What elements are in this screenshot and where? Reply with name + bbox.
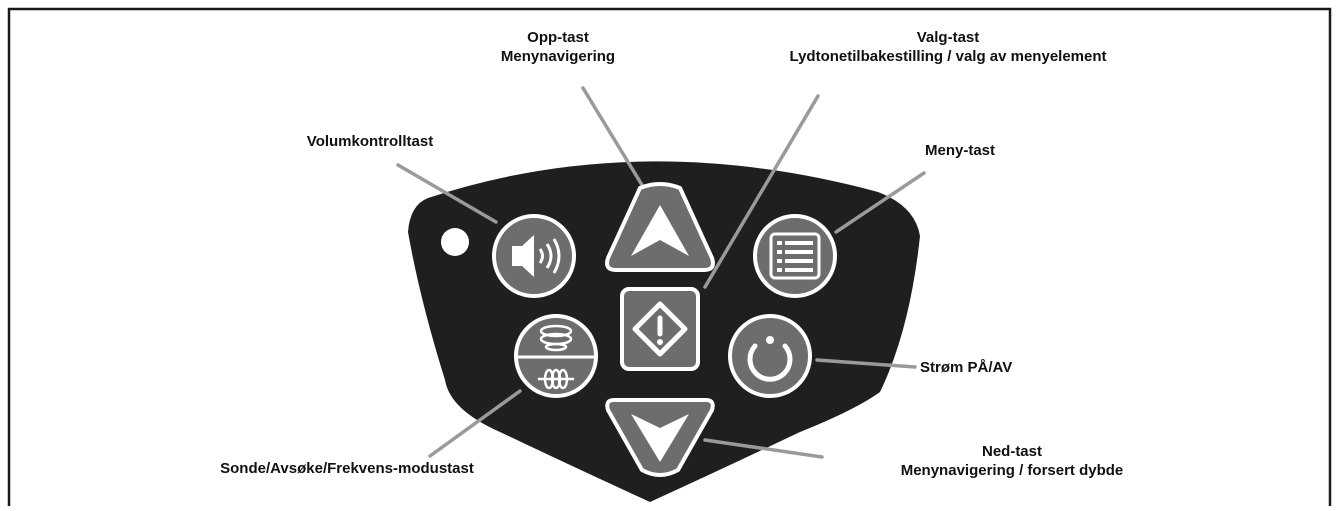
select-key-title: Valg-tast [917, 29, 980, 46]
down-key[interactable] [605, 398, 715, 477]
up-key-title: Opp-tast [527, 29, 589, 46]
down-key-title: Ned-tast [982, 443, 1042, 460]
mode-key-label: Sonde/Avsøke/Frekvens-modustast [220, 460, 474, 477]
volume-key[interactable] [492, 214, 576, 298]
select-key-desc: Lydtonetilbakestilling / valg av menyele… [789, 48, 1106, 65]
leader-lines [396, 86, 926, 459]
menu-key[interactable] [753, 214, 837, 298]
speaker-icon [512, 235, 561, 277]
leader-select [703, 94, 820, 289]
up-key-desc: Menynavigering [501, 48, 615, 65]
leader-down [703, 438, 824, 459]
leader-mode [428, 389, 522, 458]
leader-power [815, 358, 917, 369]
leader-volume [396, 163, 498, 224]
down-key-desc: Menynavigering / forsert dybde [901, 462, 1124, 479]
arrow-down-icon [631, 414, 689, 462]
select-diamond-icon [632, 301, 688, 357]
up-key[interactable] [605, 182, 715, 272]
arrow-up-icon [631, 205, 689, 256]
power-key-label: Strøm PÅ/AV [920, 359, 1012, 376]
mode-key[interactable] [514, 314, 598, 398]
power-key[interactable] [728, 314, 812, 398]
power-icon [747, 336, 793, 382]
leader-menu [834, 171, 926, 234]
select-key[interactable] [620, 287, 700, 371]
sonde-mode-icon [538, 324, 574, 390]
menu-key-label: Meny-tast [925, 142, 995, 159]
list-icon [769, 232, 821, 280]
volume-key-label: Volumkontrolltast [307, 133, 433, 150]
led-indicator [441, 228, 469, 256]
leader-up [581, 86, 644, 187]
